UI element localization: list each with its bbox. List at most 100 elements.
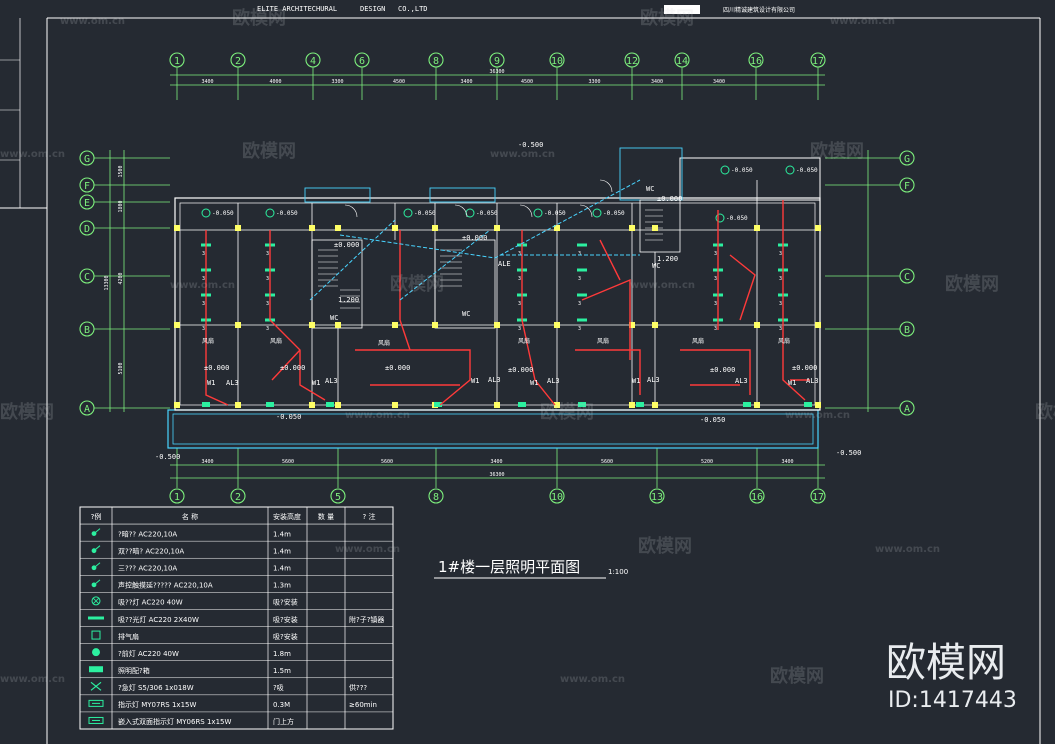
column [335, 322, 341, 328]
dim-value-top: 3400 [651, 79, 663, 85]
watermark-site: www.om.cn [345, 410, 410, 421]
door-swings [344, 179, 613, 218]
legend-header: 名 称 [182, 512, 198, 521]
column [652, 225, 658, 231]
watermark-site: www.om.cn [785, 410, 850, 421]
ceiling-lamp-icon [403, 208, 413, 218]
ceiling-lamp-icon [715, 213, 725, 223]
lamp-level-label: -0.050 [603, 210, 625, 217]
column [754, 402, 760, 408]
column [494, 322, 500, 328]
column [432, 225, 438, 231]
circuit-number: 3 [518, 251, 521, 257]
legend-header: ? 注 [363, 512, 376, 521]
dim-value-top: 4500 [393, 79, 405, 85]
fan-label-2: 风扇 [270, 337, 282, 345]
grid-label-top: 14 [676, 56, 688, 67]
grid-bubble-right [899, 400, 915, 416]
level-room-8: ±0.000 [792, 364, 817, 372]
circuit-number: 3 [266, 326, 269, 332]
grid-label-top: 1 [174, 56, 180, 67]
column [174, 322, 180, 328]
grid-label-bottom: 2 [235, 492, 241, 503]
level-roof: -0.500 [518, 141, 543, 149]
level-room-2: ±0.000 [657, 195, 682, 203]
lamp-level-label: -0.050 [212, 210, 234, 217]
legend-header: 数 量 [318, 512, 334, 521]
ceiling-lamp-icon [91, 596, 101, 606]
column [629, 322, 635, 328]
legend-item-height: 吸?安装 [273, 598, 298, 607]
lamp-level-label: -0.050 [731, 167, 753, 174]
watermark-layer: 欧模网欧模网欧模网欧模网欧模网欧模网欧模网欧模网欧模网欧模网欧模网www.om.… [0, 7, 1055, 687]
grid-label-bottom: 8 [433, 492, 439, 503]
dim-value-top: 3300 [588, 79, 600, 85]
grid-bubble-bottom [810, 488, 826, 504]
lamp-level-label: -0.050 [726, 215, 748, 222]
level-room-5: ±0.000 [385, 364, 410, 372]
panel-ale: ALE [498, 260, 511, 268]
dim-value-bottom: 5200 [701, 459, 713, 465]
exit-sign-icon [88, 699, 104, 707]
watermark-site: www.om.cn [170, 280, 235, 291]
legend-header: 安装高度 [273, 512, 301, 521]
weak-current-lines [309, 179, 641, 301]
dim-value-top: 3400 [713, 79, 725, 85]
legend-item-name: 三??? AC220,10A [118, 565, 177, 573]
column [629, 402, 635, 408]
level-room-6: ±0.000 [508, 366, 533, 374]
id-watermark: 欧模网 ID:1417443 [886, 640, 1017, 713]
watermark-site: www.om.cn [875, 544, 940, 555]
column [392, 322, 398, 328]
column [652, 322, 658, 328]
column [235, 402, 241, 408]
grid-label-bottom: 16 [751, 492, 763, 503]
watermark-site: www.om.cn [335, 544, 400, 555]
circuit-number: 3 [266, 276, 269, 282]
level-room-4: ±0.000 [280, 364, 305, 372]
legend-item-name: 排气扇 [118, 632, 139, 641]
legend-item-height: 1.4m [273, 565, 291, 573]
legend-header: ?例 [91, 512, 102, 521]
circuit-number: 3 [779, 251, 782, 257]
grid-label-right: F [904, 181, 910, 192]
firm-stamp-text: 四川精诚建筑设计有限公司 [723, 6, 795, 14]
ceiling-lamp-icon [265, 208, 275, 218]
grid-label-top: 4 [310, 56, 316, 67]
grid-bubble-bottom [428, 488, 444, 504]
fluorescent-lamp-icon [88, 616, 104, 620]
grid-label-top: 8 [433, 56, 439, 67]
legend-item-name: 吸??光灯 AC220 2X40W [118, 615, 199, 624]
watermark-brand: 欧模网 [242, 140, 296, 162]
legend-item-name: ?急灯 S5/306 1x018W [118, 683, 194, 692]
circuit-number: 3 [518, 276, 521, 282]
mirror-lamp-icon [92, 648, 100, 657]
model-id: ID:1417443 [888, 688, 1017, 713]
dim-value-top: 4000 [269, 79, 281, 85]
circuit-number: 3 [714, 326, 717, 332]
level-stair: ±0.000 [334, 241, 359, 249]
legend-item-name: 照明配?箱 [118, 666, 150, 675]
circuit-number: 3 [714, 301, 717, 307]
column [554, 225, 560, 231]
grid-label-right: A [904, 404, 910, 415]
circuit-number: 3 [578, 251, 581, 257]
grid-label-top: 2 [235, 56, 241, 67]
grid-label-right: G [904, 154, 910, 165]
drawing-scale: 1:100 [608, 568, 628, 576]
watermark-brand: 欧模网 [638, 535, 692, 557]
dim-value-bottom: 5600 [282, 459, 294, 465]
grid-bubble-bottom [749, 488, 765, 504]
firm-design: DESIGN [360, 5, 385, 13]
circuit-number: 3 [202, 301, 205, 307]
wc-label-1: WC [330, 314, 338, 322]
lamp-level-label: -0.050 [544, 210, 566, 217]
panel-w1-c: W1 [471, 377, 479, 385]
lamp-level-label: -0.050 [414, 210, 436, 217]
legend-item-name: 指示灯 MY07RS 1x15W [118, 700, 196, 709]
